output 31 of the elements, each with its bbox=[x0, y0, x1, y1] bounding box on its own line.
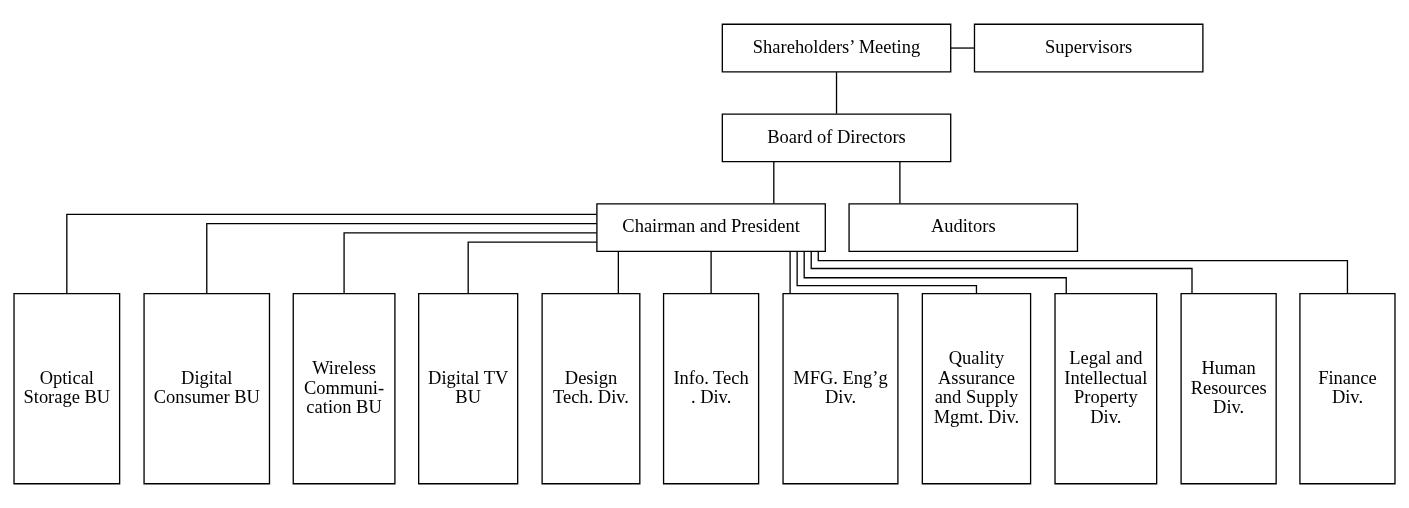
connector bbox=[66, 213, 598, 295]
connector bbox=[803, 250, 1067, 294]
node-box: Finance Div. bbox=[1299, 292, 1396, 485]
connector bbox=[710, 250, 712, 295]
connector bbox=[950, 47, 975, 49]
node-box: Wireless Communi- cation BU bbox=[292, 292, 396, 485]
node-box: MFG. Eng’g Div. bbox=[782, 292, 899, 485]
connector bbox=[467, 241, 598, 295]
node-box: Digital TV BU bbox=[418, 292, 519, 485]
connector bbox=[796, 250, 978, 295]
connector bbox=[789, 250, 791, 295]
connector bbox=[617, 250, 619, 295]
connector bbox=[206, 222, 598, 294]
node-box: Board of Directors bbox=[721, 113, 952, 163]
node-box: Chairman and President bbox=[596, 203, 826, 252]
node-box: Digital Consumer BU bbox=[143, 292, 271, 485]
node-box: Design Tech. Div. bbox=[541, 292, 641, 485]
connector bbox=[835, 71, 838, 115]
node-box: Optical Storage BU bbox=[13, 292, 121, 485]
node-box: Supervisors bbox=[973, 23, 1204, 73]
node-box: Legal and Intellectual Property Div. bbox=[1054, 292, 1158, 485]
node-box: Human Resources Div. bbox=[1180, 292, 1277, 485]
node-box: Info. Tech . Div. bbox=[662, 292, 760, 485]
connector bbox=[810, 250, 1193, 295]
node-box: Quality Assurance and Supply Mgmt. Div. bbox=[921, 292, 1032, 485]
connector bbox=[899, 161, 901, 205]
node-box: Shareholders’ Meeting bbox=[721, 23, 952, 73]
node-box: Auditors bbox=[848, 203, 1079, 252]
connector bbox=[343, 232, 598, 295]
connector bbox=[817, 250, 1349, 295]
connector bbox=[773, 161, 775, 205]
